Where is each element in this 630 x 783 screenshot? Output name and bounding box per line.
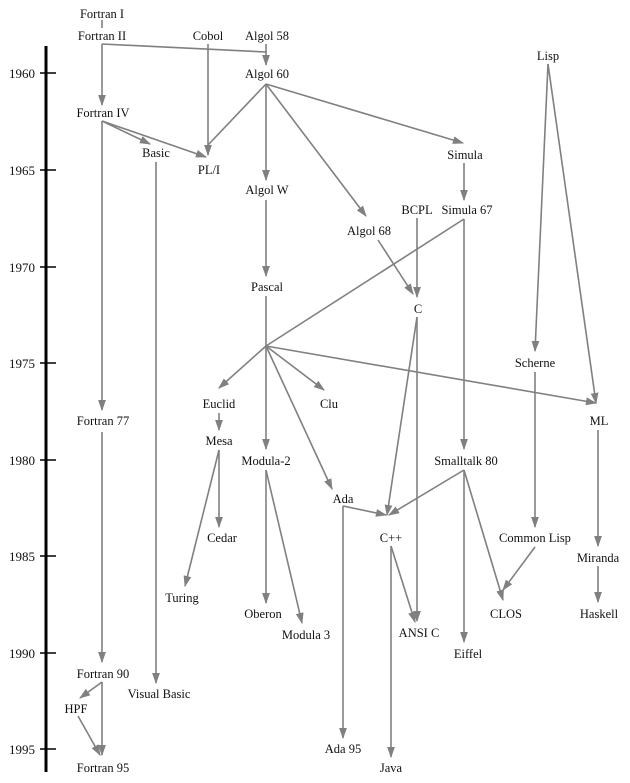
node-ansi-c: ANSI C [399, 626, 440, 640]
year-label: 1965 [9, 163, 35, 178]
node-mesa: Mesa [205, 434, 233, 448]
year-label: 1995 [9, 742, 35, 757]
edge-fortran4-pli [101, 120, 208, 158]
node-turing: Turing [165, 591, 199, 605]
edge-hub-clu [265, 345, 325, 391]
edge-cpp-ansic [390, 545, 416, 624]
node-basic: Basic [142, 146, 170, 160]
edge-ada-cpp [342, 505, 388, 517]
edge-algol60-simula [265, 83, 465, 144]
node-algol-w: Algol W [245, 183, 288, 197]
node-simula: Simula [447, 148, 483, 162]
node-smalltalk-80: Smalltalk 80 [434, 454, 498, 468]
language-nodes: Fortran I Fortran II Cobol Algol 58 Lisp… [65, 7, 620, 775]
edge-lisp-ml [547, 63, 599, 405]
edge-modula2-modula3 [265, 469, 304, 625]
year-tick-1960: 1960 [9, 66, 56, 81]
year-tick-1970: 1970 [9, 260, 56, 275]
year-label: 1975 [9, 356, 35, 371]
year-label: 1970 [9, 260, 35, 275]
node-scheme: Scherne [515, 356, 556, 370]
edge-fortran90-hpf [79, 681, 103, 699]
edge-lisp-scheme [531, 63, 549, 353]
node-fortran-77: Fortran 77 [77, 414, 129, 428]
year-tick-1990: 1990 [9, 646, 56, 661]
node-pli: PL/I [198, 163, 220, 177]
node-fortran-iv: Fortran IV [76, 106, 129, 120]
year-tick-1980: 1980 [9, 453, 56, 468]
edge-hpf-fortran95 [77, 715, 101, 756]
node-visual-basic: Visual Basic [128, 687, 191, 701]
node-cedar: Cedar [207, 531, 238, 545]
edge-hub-euclid [218, 345, 267, 389]
node-oberon: Oberon [244, 607, 282, 621]
year-tick-1975: 1975 [9, 356, 56, 371]
node-eiffel: Eiffel [454, 647, 483, 661]
node-clos: CLOS [490, 607, 522, 621]
node-fortran-ii: Fortran II [78, 29, 126, 43]
edge-algol68-c [377, 239, 414, 295]
lineage-edges [77, 20, 602, 759]
node-algol-58: Algol 58 [245, 29, 289, 43]
node-ada: Ada [333, 492, 354, 506]
node-euclid: Euclid [203, 397, 236, 411]
year-tick-1985: 1985 [9, 549, 56, 564]
edge-smalltalk-cpp [388, 469, 465, 516]
edge-fortran4-basic [101, 120, 152, 145]
node-fortran-i: Fortran I [80, 7, 124, 21]
node-bcpl: BCPL [401, 203, 432, 217]
node-lisp: Lisp [537, 49, 559, 63]
edge-smalltalk-clos [463, 469, 504, 602]
node-fortran-90: Fortran 90 [77, 667, 129, 681]
edge-c-cpp [384, 316, 418, 517]
node-java: Java [380, 761, 403, 775]
node-ada-95: Ada 95 [325, 742, 361, 756]
year-label: 1990 [9, 646, 35, 661]
node-algol-60: Algol 60 [245, 67, 289, 81]
edge-mesa-turing [183, 449, 220, 588]
node-clu: Clu [320, 397, 339, 411]
edge-simula67-hub [265, 218, 465, 347]
node-modula-2: Modula-2 [241, 454, 290, 468]
node-cobol: Cobol [193, 29, 224, 43]
node-modula-3: Modula 3 [282, 628, 330, 642]
year-tick-1995: 1995 [9, 742, 56, 757]
node-simula-67: Simula 67 [441, 203, 492, 217]
node-hpf: HPF [65, 702, 88, 716]
edge-algol60-algol68 [265, 83, 367, 217]
edge-algol60-pli [207, 83, 267, 146]
node-cpp: C++ [380, 531, 402, 545]
edge-commonlisp-clos [502, 546, 536, 591]
node-algol-68: Algol 68 [347, 224, 391, 238]
edge-hub-ada [265, 345, 333, 491]
year-tick-1965: 1965 [9, 163, 56, 178]
node-c: C [414, 302, 422, 316]
edge-hub-ml [265, 345, 598, 406]
year-label: 1985 [9, 549, 35, 564]
node-fortran-95: Fortran 95 [77, 761, 129, 775]
year-label: 1960 [9, 66, 35, 81]
node-ml: ML [590, 414, 609, 428]
timeline-axis: 1960 1965 1970 1975 1980 1985 1990 1995 [9, 46, 56, 772]
node-pascal: Pascal [251, 280, 283, 294]
node-haskell: Haskell [580, 607, 619, 621]
edge-fortran2-algol60 [101, 43, 270, 67]
node-common-lisp: Common Lisp [499, 531, 571, 545]
year-label: 1980 [9, 453, 35, 468]
node-miranda: Miranda [577, 551, 620, 565]
